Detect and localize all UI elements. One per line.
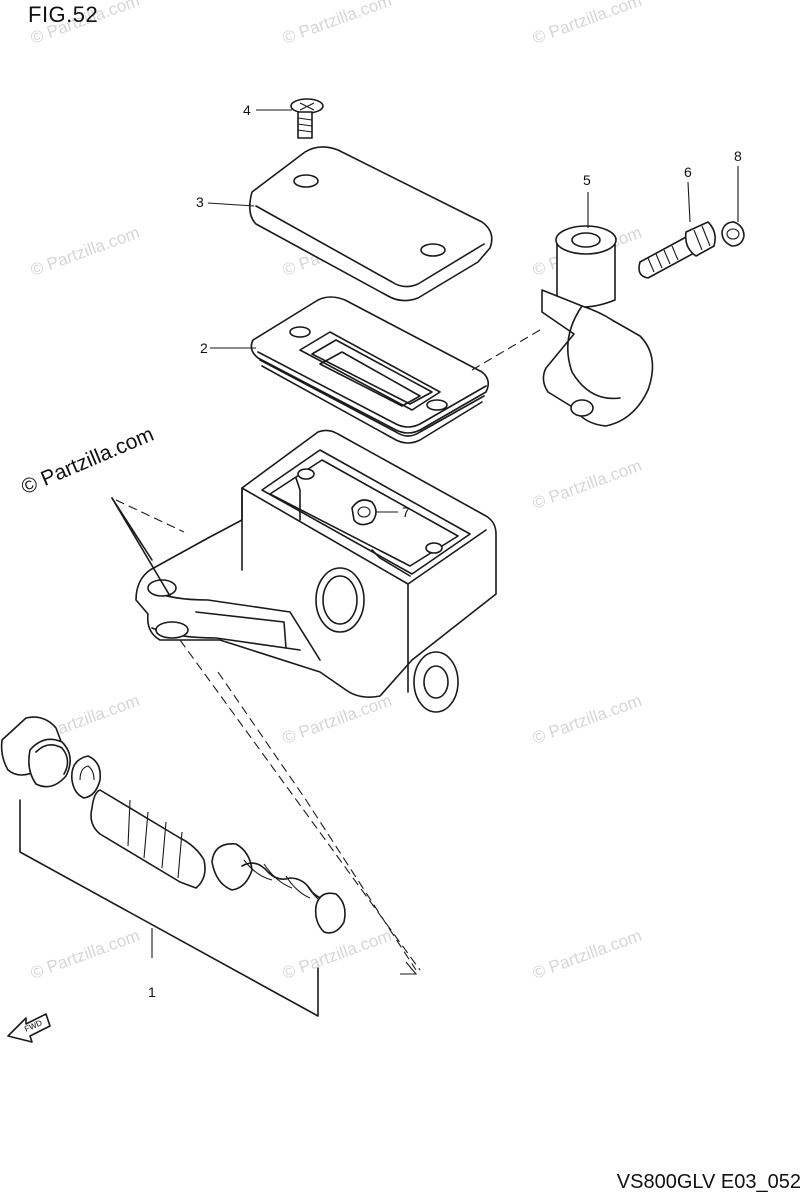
callout-3: 3 [196,194,204,210]
fwd-arrow-icon: FWD [7,1013,51,1043]
washer-nut-part [721,221,745,247]
clamp-bolt-part [638,221,716,279]
master-cylinder-body [135,429,497,713]
cylinder-kit-part [0,716,346,934]
callout-8: 8 [734,148,742,164]
callout-5: 5 [583,172,591,188]
reservoir-cap-part [248,146,493,302]
protector-plug-part [351,499,377,526]
leader-lines [151,109,739,958]
callout-1: 1 [148,984,156,1000]
callout-4: 4 [243,102,251,118]
callout-2: 2 [200,340,208,356]
figure-title: FIG.52 [28,2,99,27]
callout-6: 6 [684,164,692,180]
cap-screw-part [290,98,324,139]
alignment-lines [115,329,541,971]
callout-7: 7 [402,504,410,520]
figure-code: VS800GLV E03_052 [616,1171,801,1193]
kit-bracket [19,497,418,1017]
reservoir-diaphragm-part [250,296,490,444]
clamp-holder-part [541,225,654,427]
